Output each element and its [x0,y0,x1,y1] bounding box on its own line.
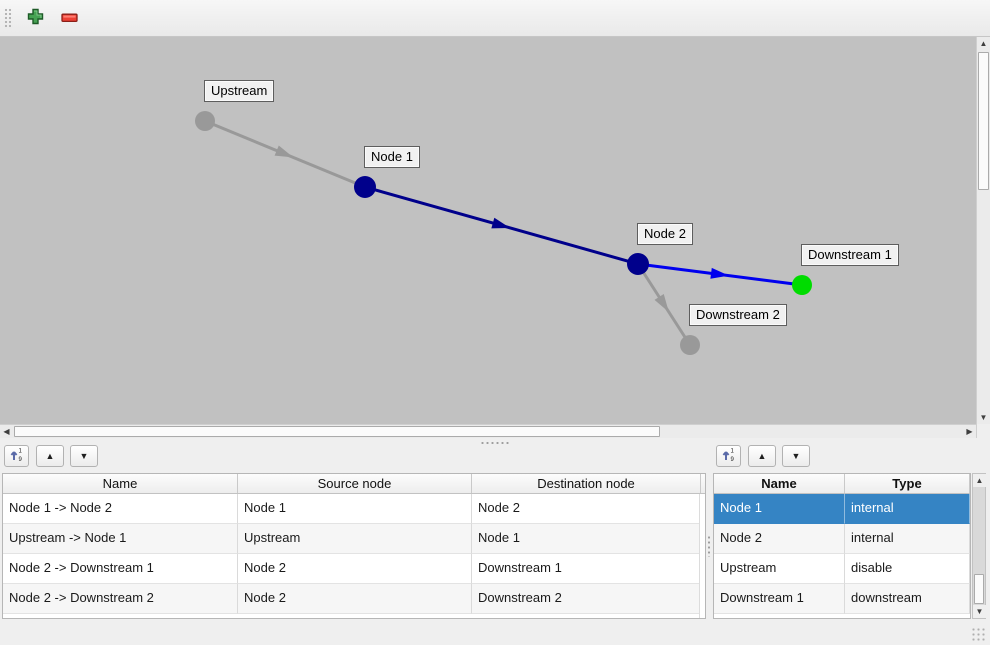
add-button[interactable] [21,4,49,32]
arrow-up-icon: ▲ [45,450,55,461]
svg-text:1: 1 [19,449,23,455]
table-cell: internal [845,524,970,554]
node-label-downstream-1[interactable]: Downstream 1 [801,244,899,266]
column-header-type[interactable]: Type [845,474,970,493]
arrow-down-icon: ▼ [79,450,89,461]
graph-node-downstream-2[interactable] [680,335,700,355]
toolbar-drag-handle[interactable] [3,7,13,29]
table-cell: downstream [845,584,970,614]
arrow-down-icon: ▼ [791,450,801,461]
table-cell: Node 2 [238,584,472,614]
vertical-splitter[interactable] [707,473,712,619]
nodes-move-up-button[interactable]: ▲ [748,445,776,467]
edge-arrow-icon [274,145,294,158]
table-cell: Downstream 2 [472,584,701,614]
column-header-source-node[interactable]: Source node [238,474,472,493]
nodes-move-down-button[interactable]: ▼ [782,445,810,467]
scroll-up-icon[interactable]: ▲ [973,474,986,487]
table-cell: Node 1 [472,524,701,554]
table-cell: Node 2 -> Downstream 2 [3,584,238,614]
edge-arrow-icon [654,293,669,313]
splitter-grip-icon [707,535,711,557]
nodes-table-vertical-scrollbar[interactable]: ▲ ▼ [972,473,986,619]
graph-node-node-2[interactable] [627,253,649,275]
scroll-left-icon[interactable]: ◀ [3,427,10,436]
arrow-up-icon: ▲ [757,450,767,461]
window-resize-grip[interactable] [971,627,986,642]
graph-node-upstream[interactable] [195,111,215,131]
red-minus-icon [60,11,78,26]
edge-arrow-icon [491,217,511,229]
table-cell: Downstream 1 [472,554,701,584]
table-cell: Node 2 [238,554,472,584]
edge-arrow-icon [710,267,729,279]
edges-move-down-button[interactable]: ▼ [70,445,98,467]
table-cell: Downstream 1 [714,584,845,614]
splitter-grip-icon [480,441,510,445]
node-label-node-1[interactable]: Node 1 [364,146,420,168]
scrollbar-corner [976,424,990,438]
table-cell: Upstream -> Node 1 [3,524,238,554]
edges-move-up-button[interactable]: ▲ [36,445,64,467]
table-cell: disable [845,554,970,584]
column-header-destination-node[interactable]: Destination node [472,474,701,493]
svg-text:9: 9 [731,457,735,462]
scroll-up-icon[interactable]: ▲ [979,39,988,48]
column-header-name[interactable]: Name [3,474,238,493]
node-label-node-2[interactable]: Node 2 [637,223,693,245]
edges-sort-button[interactable]: 1 9 [4,445,29,467]
vertical-scroll-thumb[interactable] [974,574,984,604]
edges-table-scrollbar[interactable] [699,494,705,618]
graph-node-node-1[interactable] [354,176,376,198]
scroll-down-icon[interactable]: ▼ [979,413,988,422]
node-label-upstream[interactable]: Upstream [204,80,275,102]
nodes-sort-button[interactable]: 1 9 [716,445,741,467]
column-header-name[interactable]: Name [714,474,845,493]
table-cell: Node 1 -> Node 2 [3,494,238,524]
sort-ascending-icon: 1 9 [9,447,24,465]
table-cell: Node 2 -> Downstream 1 [3,554,238,584]
svg-text:9: 9 [19,457,23,462]
remove-button[interactable] [55,4,83,32]
horizontal-splitter[interactable] [0,438,990,447]
graph-node-downstream-1[interactable] [792,275,812,295]
table-cell: Node 2 [714,524,845,554]
table-cell: Upstream [714,554,845,584]
svg-text:1: 1 [731,449,735,455]
table-cell: internal [845,494,970,524]
node-label-downstream-2[interactable]: Downstream 2 [689,304,787,326]
scroll-down-icon[interactable]: ▼ [973,605,986,618]
table-cell: Node 1 [238,494,472,524]
main-toolbar [0,0,990,37]
green-plus-icon [27,8,44,28]
horizontal-scroll-thumb[interactable] [14,426,660,437]
vertical-scroll-thumb[interactable] [978,52,989,190]
scroll-right-icon[interactable]: ▶ [966,427,973,436]
sort-ascending-icon: 1 9 [721,447,736,465]
canvas-horizontal-scrollbar[interactable]: ◀ ▶ [0,424,976,438]
table-cell: Upstream [238,524,472,554]
canvas-vertical-scrollbar[interactable]: ▲ ▼ [976,37,990,424]
table-cell: Node 2 [472,494,701,524]
table-cell: Node 1 [714,494,845,524]
